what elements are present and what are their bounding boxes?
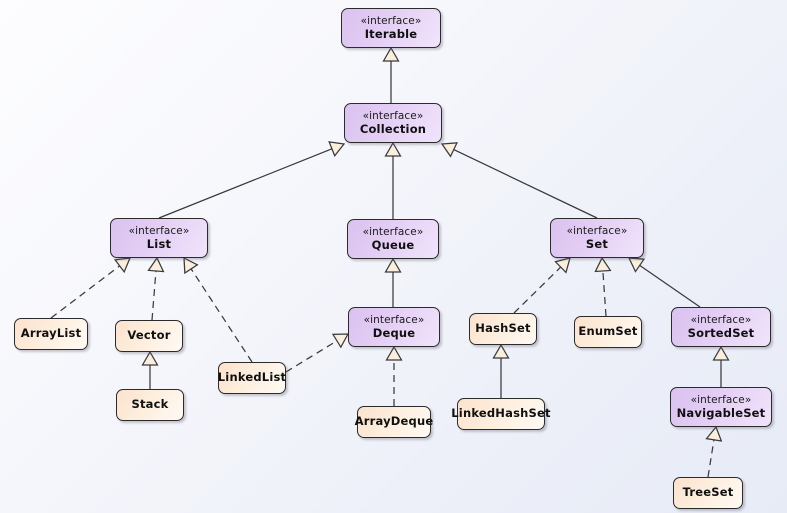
stereotype-label: «interface» (566, 224, 628, 237)
edge-linkedhashset-to-hashset-inheritance (492, 343, 510, 398)
edge-collection-to-iterable-inheritance (382, 46, 400, 103)
arrowhead-hollow-triangle-icon (384, 141, 402, 157)
uml-node-arraydeque[interactable]: ArrayDeque (354, 406, 434, 438)
arrowhead-hollow-triangle-icon (147, 256, 165, 273)
arrowhead-hollow-triangle-icon (705, 425, 723, 442)
uml-node-set[interactable]: «interface»Set (550, 218, 644, 258)
arrowhead-hollow-triangle-icon (627, 257, 646, 273)
edge-arraydeque-to-deque-realization (385, 345, 403, 406)
stereotype-label: «interface» (360, 14, 422, 27)
arrowhead-hollow-triangle-icon (440, 142, 458, 158)
stereotype-label: «interface» (690, 313, 752, 326)
edge-arraylist-to-list-realization (50, 257, 131, 319)
node-name-label: HashSet (475, 321, 531, 336)
edge-set-to-collection-inheritance (440, 142, 598, 219)
arrowhead-hollow-triangle-icon (384, 257, 402, 273)
node-name-label: SortedSet (687, 325, 755, 340)
uml-node-enumset[interactable]: EnumSet (574, 316, 642, 348)
node-name-label: Iterable (364, 26, 418, 41)
arrowhead-hollow-triangle-icon (183, 256, 199, 275)
node-name-label: EnumSet (578, 324, 638, 339)
node-name-label: ArrayList (20, 326, 82, 341)
edge-queue-to-collection-inheritance (384, 141, 402, 219)
arrowhead-hollow-triangle-icon (382, 46, 400, 62)
arrowhead-hollow-triangle-icon (385, 345, 403, 361)
stereotype-label: «interface» (362, 225, 424, 238)
edge-stack-to-vector-inheritance (141, 350, 159, 389)
uml-node-navigableset[interactable]: «interface»NavigableSet (670, 387, 772, 427)
node-name-label: Vector (127, 328, 171, 343)
edge-navigableset-to-sortedset-inheritance (712, 345, 730, 387)
node-name-label: LinkedList (217, 370, 287, 385)
uml-node-stack[interactable]: Stack (116, 389, 184, 421)
uml-node-hashset[interactable]: HashSet (469, 313, 537, 345)
arrowhead-hollow-triangle-icon (492, 343, 510, 359)
edge-hashset-to-set-realization (513, 257, 571, 314)
node-name-label: Collection (359, 121, 427, 136)
edge-linkedlist-to-list-realization (183, 256, 253, 363)
uml-node-collection[interactable]: «interface»Collection (344, 103, 442, 143)
uml-node-queue[interactable]: «interface»Queue (347, 219, 439, 259)
uml-node-deque[interactable]: «interface»Deque (348, 307, 440, 347)
edge-list-to-collection-inheritance (158, 141, 346, 219)
arrowhead-hollow-triangle-icon (554, 257, 571, 274)
uml-node-linkedlist[interactable]: LinkedList (218, 362, 286, 394)
uml-node-vector[interactable]: Vector (115, 320, 183, 352)
uml-node-linkedhashset[interactable]: LinkedHashSet (451, 398, 551, 430)
node-name-label: TreeSet (682, 485, 734, 500)
node-name-label: List (146, 236, 172, 251)
uml-node-list[interactable]: «interface»List (110, 218, 208, 258)
node-name-label: Stack (131, 397, 169, 412)
arrowhead-hollow-triangle-icon (328, 141, 346, 158)
edge-vector-to-list-realization (147, 256, 165, 321)
node-name-label: Set (585, 236, 609, 251)
stereotype-label: «interface» (362, 109, 424, 122)
arrowhead-hollow-triangle-icon (141, 350, 159, 366)
arrowhead-hollow-triangle-icon (331, 333, 350, 349)
node-name-label: LinkedHashSet (451, 406, 551, 421)
stereotype-label: «interface» (690, 393, 752, 406)
uml-node-treeset[interactable]: TreeSet (673, 477, 743, 509)
stereotype-label: «interface» (128, 224, 190, 237)
uml-node-sortedset[interactable]: «interface»SortedSet (671, 307, 771, 347)
edge-linkedlist-to-deque-realization (285, 333, 350, 373)
node-name-label: NavigableSet (676, 405, 766, 420)
edge-deque-to-queue-inheritance (384, 257, 402, 307)
node-name-label: Queue (371, 237, 415, 252)
edge-treeset-to-navigableset-realization (705, 425, 723, 478)
arrowhead-hollow-triangle-icon (712, 345, 730, 361)
arrowhead-hollow-triangle-icon (594, 256, 612, 273)
node-name-label: ArrayDeque (354, 414, 434, 429)
edge-enumset-to-set-realization (594, 256, 612, 317)
edge-sortedset-to-set-inheritance (627, 257, 701, 308)
uml-node-arraylist[interactable]: ArrayList (14, 318, 88, 350)
arrowhead-hollow-triangle-icon (113, 257, 131, 274)
stereotype-label: «interface» (363, 313, 425, 326)
uml-node-iterable[interactable]: «interface»Iterable (341, 8, 441, 48)
node-name-label: Deque (372, 325, 416, 340)
